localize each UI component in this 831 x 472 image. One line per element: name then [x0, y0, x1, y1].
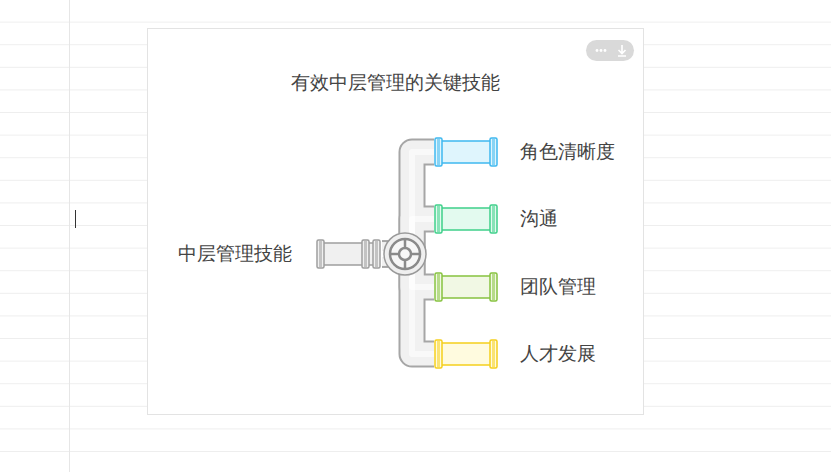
toolbar-button: [586, 40, 634, 61]
branch-pipe: 角色清晰度: [434, 136, 615, 168]
source-pipe: 中层管理技能: [178, 238, 382, 270]
pipe-segment: [434, 203, 498, 235]
branch-pipe: 团队管理: [434, 271, 596, 303]
diagram-frame: [148, 29, 644, 415]
sheet-column-line: [69, 0, 70, 472]
pipe-segment: [316, 238, 382, 270]
pipe-label: 角色清晰度: [520, 141, 615, 164]
pipe-segment: [434, 136, 498, 168]
pipe-segment: [434, 271, 498, 303]
pipe-label: 人才发展: [520, 343, 596, 366]
pipe-label: 中层管理技能: [178, 243, 292, 266]
pipe-label: 沟通: [520, 208, 558, 231]
valve-symbol: [384, 233, 426, 275]
diagram-title: 有效中层管理的关键技能: [147, 72, 644, 95]
branch-pipe: 沟通: [434, 203, 558, 235]
text-cursor: [75, 210, 76, 228]
pipe-segment: [434, 338, 498, 370]
pipe-label: 团队管理: [520, 276, 596, 299]
branch-pipe: 人才发展: [434, 338, 596, 370]
